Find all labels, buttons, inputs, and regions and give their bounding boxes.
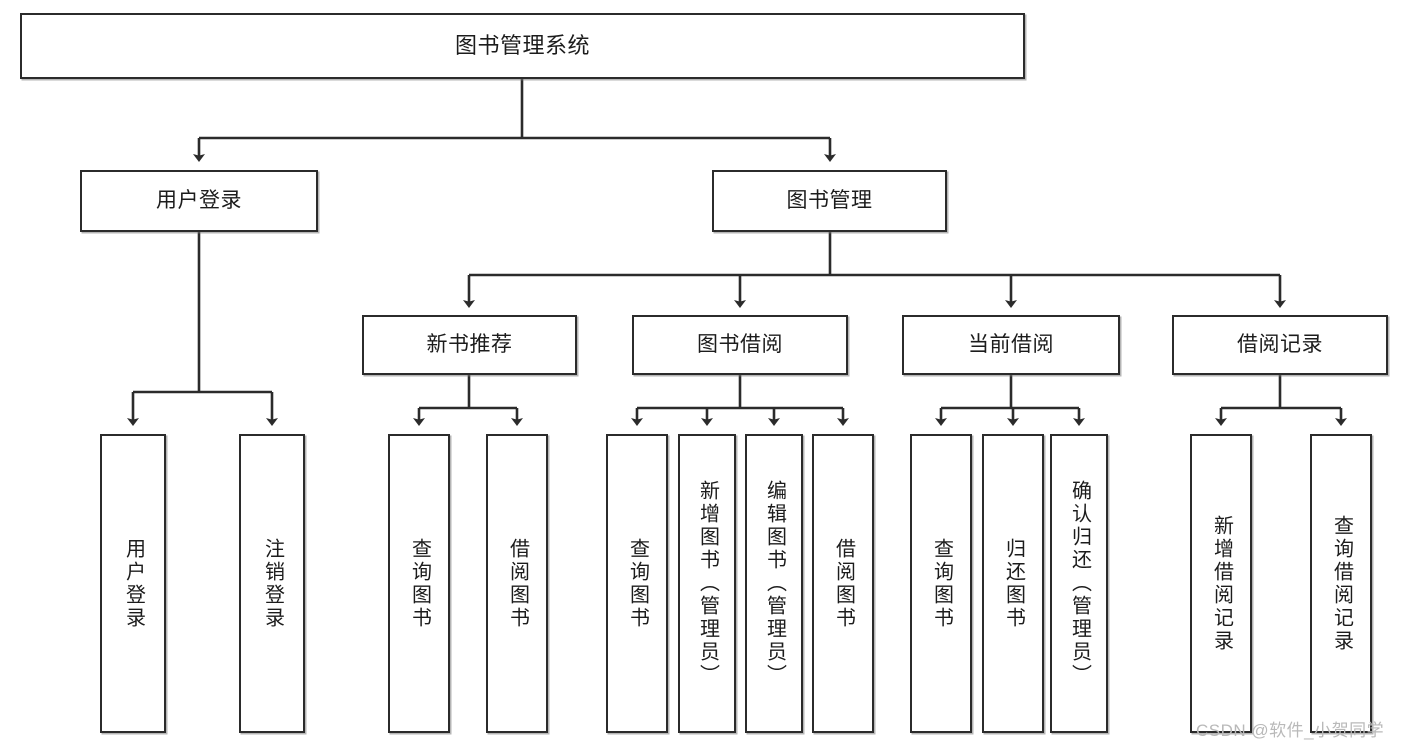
node-book-manage[interactable]: 图书管理: [712, 170, 947, 232]
leaf-query-book-3-label: 查询图书: [930, 537, 953, 630]
leaf-query-book-3[interactable]: 查询图书: [910, 434, 972, 733]
node-current-borrow[interactable]: 当前借阅: [902, 315, 1120, 375]
leaf-query-record-label: 查询借阅记录: [1330, 514, 1353, 653]
leaf-add-book[interactable]: 新增图书（管理员）: [678, 434, 736, 733]
leaf-query-record[interactable]: 查询借阅记录: [1310, 434, 1372, 733]
leaf-borrow-book-1[interactable]: 借阅图书: [486, 434, 548, 733]
leaf-query-book-1[interactable]: 查询图书: [388, 434, 450, 733]
leaf-return-book[interactable]: 归还图书: [982, 434, 1044, 733]
csdn-watermark: CSDN @软件_小贺同学: [1196, 721, 1385, 740]
leaf-logout[interactable]: 注销登录: [239, 434, 305, 733]
leaf-return-book-label: 归还图书: [1002, 537, 1025, 630]
node-book-manage-label: 图书管理: [786, 188, 873, 212]
leaf-query-book-2[interactable]: 查询图书: [606, 434, 668, 733]
leaf-user-login-label: 用户登录: [122, 537, 145, 630]
node-user-login-label: 用户登录: [156, 188, 242, 212]
leaf-borrow-book-2[interactable]: 借阅图书: [812, 434, 874, 733]
leaf-user-login[interactable]: 用户登录: [100, 434, 166, 733]
node-new-book-recommend[interactable]: 新书推荐: [362, 315, 577, 375]
node-root-label: 图书管理系统: [454, 33, 590, 59]
leaf-borrow-book-2-label: 借阅图书: [832, 537, 855, 630]
leaf-edit-book-label: 编辑图书（管理员）: [763, 480, 786, 687]
leaf-add-record[interactable]: 新增借阅记录: [1190, 434, 1252, 733]
leaf-add-book-label: 新增图书（管理员）: [696, 480, 719, 687]
node-current-borrow-label: 当前借阅: [968, 332, 1054, 356]
node-user-login[interactable]: 用户登录: [80, 170, 318, 232]
leaf-logout-label: 注销登录: [261, 537, 284, 630]
leaf-query-book-2-label: 查询图书: [626, 537, 649, 630]
leaf-edit-book[interactable]: 编辑图书（管理员）: [745, 434, 803, 733]
leaf-borrow-book-1-label: 借阅图书: [506, 537, 529, 630]
leaf-add-record-label: 新增借阅记录: [1210, 514, 1233, 653]
node-borrow-record[interactable]: 借阅记录: [1172, 315, 1388, 375]
leaf-confirm-return-label: 确认归还（管理员）: [1068, 480, 1091, 687]
node-new-book-recommend-label: 新书推荐: [426, 332, 513, 356]
node-root[interactable]: 图书管理系统: [20, 13, 1025, 79]
node-book-borrow[interactable]: 图书借阅: [632, 315, 848, 375]
node-borrow-record-label: 借阅记录: [1237, 332, 1323, 356]
leaf-confirm-return[interactable]: 确认归还（管理员）: [1050, 434, 1108, 733]
leaf-query-book-1-label: 查询图书: [408, 537, 431, 630]
node-book-borrow-label: 图书借阅: [697, 332, 783, 356]
